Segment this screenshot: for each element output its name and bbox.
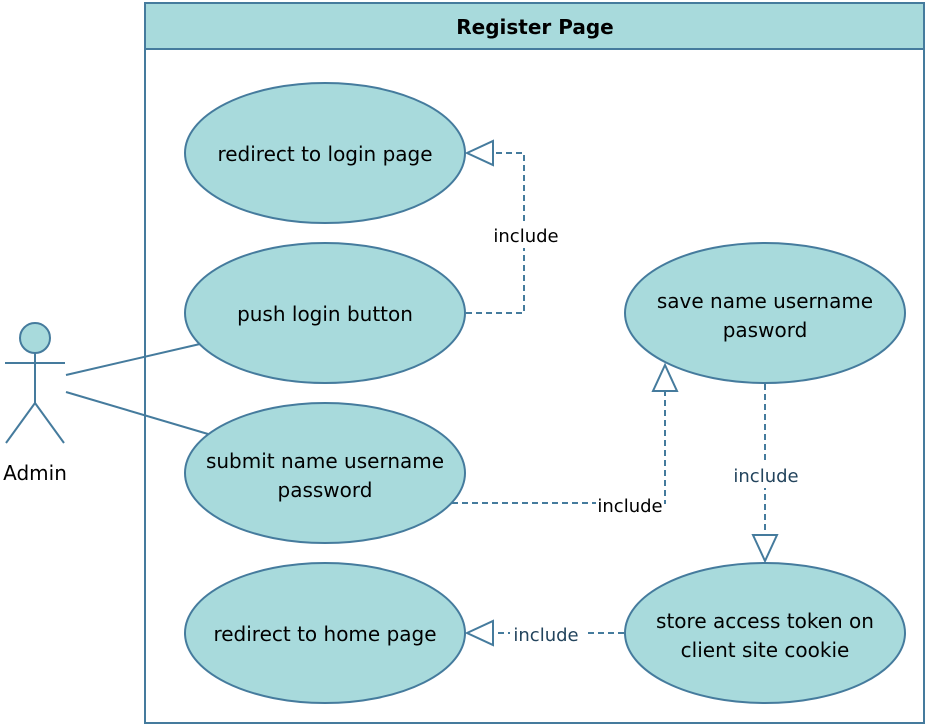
include-label-submit-to-save: include (597, 496, 662, 517)
arrowhead-redirect-login (464, 139, 494, 167)
use-case-store-label-line2: client site cookie (681, 638, 850, 662)
use-case-submit: submit name username password (184, 402, 466, 544)
actor-label: Admin (3, 461, 67, 485)
association-submit (65, 391, 209, 435)
use-case-redirect-login-label: redirect to login page (217, 142, 432, 166)
use-case-store-label-line1: store access token on (656, 609, 874, 633)
include-label-push-to-redirect-login: include (493, 226, 558, 247)
actor-right-leg (34, 402, 65, 444)
include-label-store-to-redirect-home: include (513, 625, 578, 646)
use-case-save-label-line2: pasword (723, 318, 808, 342)
include-labels: include include include include (492, 222, 800, 647)
actor-admin: Admin (3, 322, 67, 485)
include-label-save-to-store: include (733, 466, 798, 487)
use-case-save: save name username pasword (624, 242, 906, 384)
include-arrow-submit-to-save (452, 391, 666, 504)
use-case-push-login: push login button (184, 242, 466, 384)
connectors (65, 139, 779, 647)
arrowhead-store (751, 534, 779, 564)
arrowhead-redirect-home (464, 619, 494, 647)
association-push-login (65, 343, 201, 376)
use-case-push-login-label: push login button (237, 302, 413, 326)
system-title: Register Page (456, 15, 614, 39)
actor-left-leg (5, 402, 36, 444)
include-arrow-push-to-redirect-login (466, 152, 525, 314)
use-case-redirect-home-label: redirect to home page (213, 622, 436, 646)
use-case-redirect-login: redirect to login page (184, 82, 466, 224)
arrowhead-save (651, 362, 679, 392)
use-case-submit-label-line2: password (278, 478, 373, 502)
actor-head (19, 322, 51, 354)
system-title-bar (144, 2, 925, 50)
use-case-redirect-home: redirect to home page (184, 562, 466, 704)
use-case-save-label-line1: save name username (657, 289, 873, 313)
use-case-store: store access token on client site cookie (624, 562, 906, 704)
use-case-submit-label-line1: submit name username (206, 449, 444, 473)
